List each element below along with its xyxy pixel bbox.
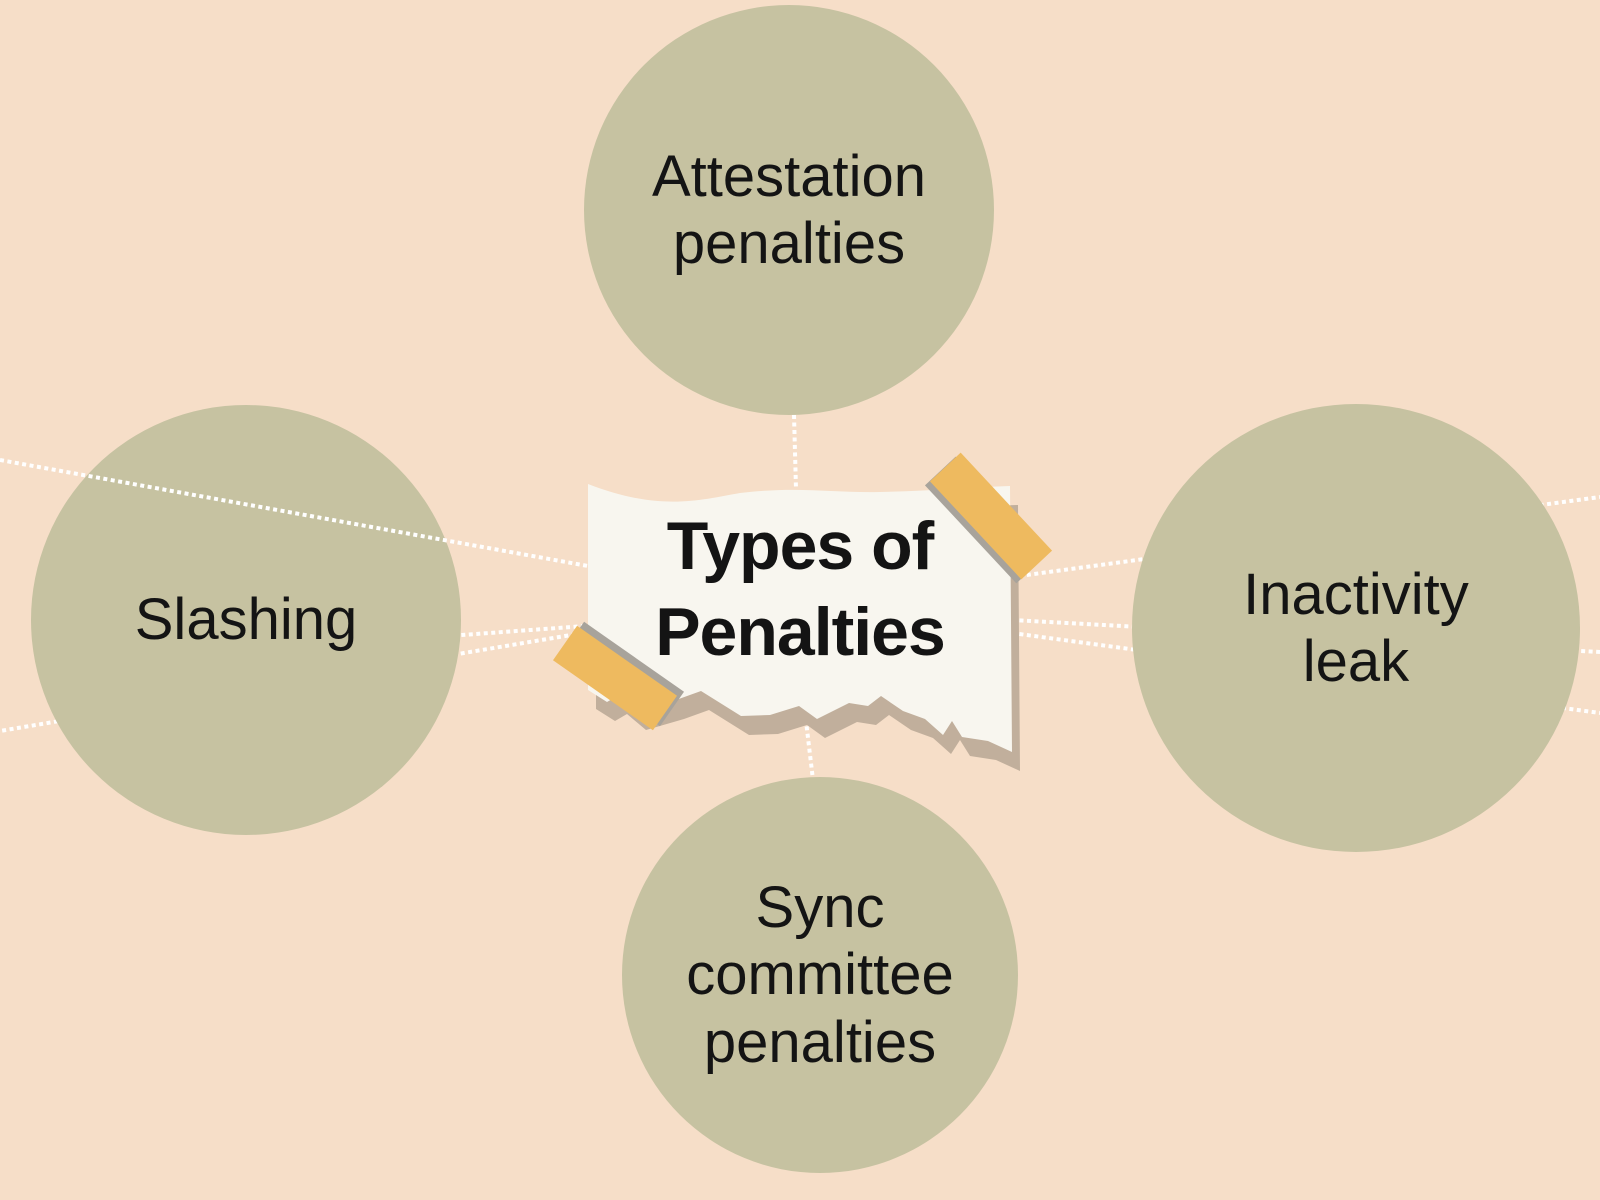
diagram-title: Types of Penalties — [655, 508, 946, 670]
connector-bottom — [802, 703, 815, 781]
torn-paper — [588, 484, 1012, 752]
node-label-sync-committee-penalties: Sync committee penalties — [686, 875, 954, 1075]
connector-right-upper — [1011, 495, 1600, 579]
node-circle-attestation-penalties: Attestation penalties — [584, 5, 994, 415]
node-label-attestation-penalties: Attestation penalties — [651, 143, 927, 276]
node-circle-inactivity-leak: Inactivity leak — [1132, 404, 1580, 852]
node-label-inactivity-leak: Inactivity leak — [1243, 561, 1469, 694]
connector-left-upper — [0, 458, 589, 568]
node-label-slashing: Slashing — [134, 587, 358, 653]
node-circle-sync-committee-penalties: Sync committee penalties — [622, 777, 1018, 1173]
node-circle-slashing: Slashing — [31, 405, 461, 835]
connector-top — [792, 414, 798, 490]
connector-right-lower — [1011, 631, 1600, 715]
